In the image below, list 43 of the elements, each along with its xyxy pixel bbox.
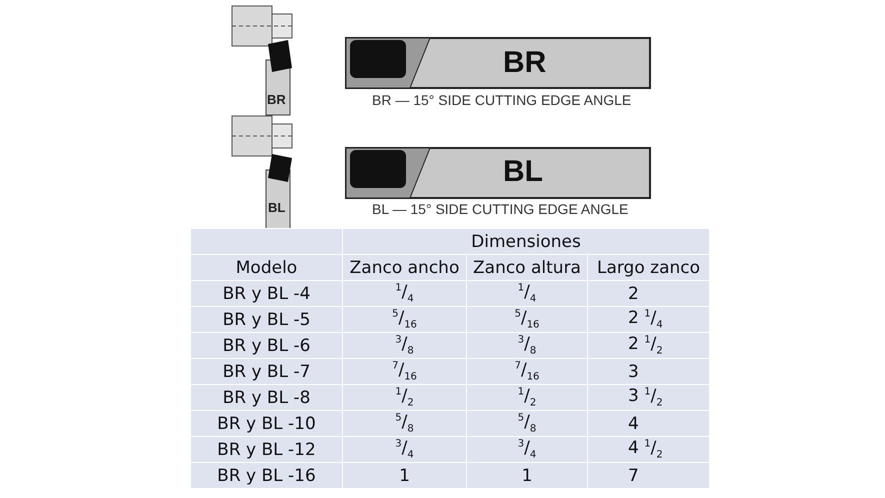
tool-label: BL	[268, 200, 286, 215]
table-cell: 4	[588, 410, 710, 436]
table-cell: Zanco altura	[466, 254, 588, 280]
table-cell: 2 $^{1}$/$_{2}$	[588, 332, 710, 358]
table-cell: BR y BL -16	[190, 462, 342, 488]
table-cell: $^{5}$/$_{16}$	[342, 306, 466, 332]
caption: BL — 15° SIDE CUTTING EDGE ANGLE	[372, 201, 628, 217]
table-cell: Zanco ancho	[342, 254, 466, 280]
tool-type-label: BR	[503, 46, 546, 80]
table-cell: 7	[588, 462, 710, 488]
table-cell: Largo zanco	[588, 254, 710, 280]
table-cell: $^{7}$/$_{16}$	[466, 358, 588, 384]
table-cell: $^{3}$/$_{4}$	[466, 436, 588, 462]
table-cell: BR y BL -8	[190, 384, 342, 410]
caption: BR — 15° SIDE CUTTING EDGE ANGLE	[372, 92, 632, 108]
table-cell: Modelo	[190, 254, 342, 280]
table-cell: 1	[342, 462, 466, 488]
table-cell: $^{1}$/$_{2}$	[466, 384, 588, 410]
table-cell: 2	[588, 280, 710, 306]
table-cell: $^{3}$/$_{4}$	[342, 436, 466, 462]
table-cell: 4 $^{1}$/$_{2}$	[588, 436, 710, 462]
table-cell: 3 $^{1}$/$_{2}$	[588, 384, 710, 410]
table-cell: $^{3}$/$_{8}$	[342, 332, 466, 358]
table-cell: $^{5}$/$_{8}$	[466, 410, 588, 436]
table-cell: $^{5}$/$_{8}$	[342, 410, 466, 436]
table-cell: BR y BL -10	[190, 410, 342, 436]
table-cell: $^{3}$/$_{8}$	[466, 332, 588, 358]
tool-type-label: BL	[503, 155, 543, 189]
table-cell: $^{1}$/$_{4}$	[466, 280, 588, 306]
table-cell: BR y BL -7	[190, 358, 342, 384]
table-cell: 1	[466, 462, 588, 488]
table-cell: $^{1}$/$_{2}$	[342, 384, 466, 410]
table-cell: BR y BL -4	[190, 280, 342, 306]
table-cell: Dimensiones	[342, 228, 710, 254]
tool-label: BR	[267, 92, 286, 107]
table-cell: BR y BL -5	[190, 306, 342, 332]
table-cell: BR y BL -12	[190, 436, 342, 462]
table-cell: 2 $^{1}$/$_{4}$	[588, 306, 710, 332]
table-cell: $^{1}$/$_{4}$	[342, 280, 466, 306]
table-cell: $^{7}$/$_{16}$	[342, 358, 466, 384]
table-cell: 3	[588, 358, 710, 384]
table-cell: BR y BL -6	[190, 332, 342, 358]
table-cell: $^{5}$/$_{16}$	[466, 306, 588, 332]
